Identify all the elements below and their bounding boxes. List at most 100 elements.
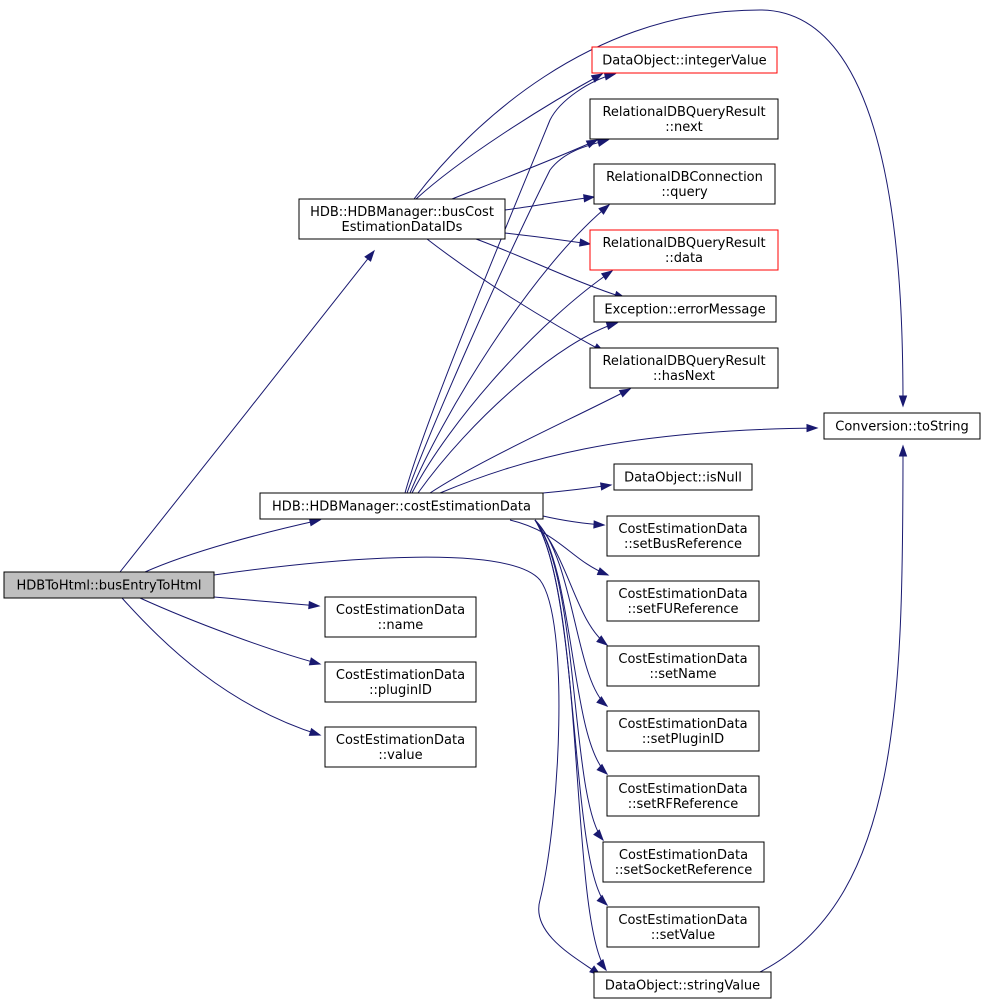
edge-line: [144, 519, 321, 573]
node-qrData[interactable]: RelationalDBQueryResult::data: [589, 229, 779, 271]
node-box: [298, 198, 506, 240]
node-label: CostEstimationData: [618, 587, 747, 602]
arrowhead: [308, 657, 322, 666]
node-label: RelationalDBQueryResult: [602, 354, 765, 369]
edge-busCost-to-intValue: [415, 73, 604, 200]
node-box: [606, 906, 760, 948]
node-connQuery[interactable]: RelationalDBConnection::query: [593, 163, 776, 205]
edge-root-to-ced_value: [121, 597, 322, 736]
edge-costEst-to-isNull: [542, 482, 613, 494]
edge-costEst-to-setPluginID: [534, 519, 609, 707]
node-qrHasNext[interactable]: RelationalDBQueryResult::hasNext: [589, 347, 779, 389]
node-label: HDBToHtml::busEntryToHtml: [17, 579, 202, 594]
node-label: CostEstimationData: [336, 603, 465, 618]
arrowhead: [605, 321, 619, 331]
node-errMsg[interactable]: Exception::errorMessage: [593, 295, 777, 323]
arrowhead: [898, 444, 908, 457]
arrowhead: [308, 727, 322, 736]
edge-costEst-to-setBusRef: [542, 515, 606, 529]
edge-line: [504, 196, 595, 211]
arrowhead: [596, 635, 609, 646]
edge-strValue-to-toString: [759, 444, 908, 973]
node-box: [324, 596, 477, 638]
edge-line: [534, 519, 607, 971]
edge-root-to-busCost: [119, 249, 375, 573]
node-strValue[interactable]: DataObject::stringValue: [593, 971, 772, 999]
node-setValue[interactable]: CostEstimationData::setValue: [606, 906, 760, 948]
node-root[interactable]: HDBToHtml::busEntryToHtml: [3, 571, 215, 599]
edge-costEst-to-setValue: [534, 519, 609, 907]
node-label: RelationalDBConnection: [606, 170, 763, 185]
node-box: [606, 580, 760, 622]
node-costEst[interactable]: HDB::HDBManager::costEstimationData: [259, 492, 544, 520]
node-label: ::pluginID: [369, 683, 432, 698]
node-label: ::setFUReference: [627, 602, 738, 617]
edge-line: [534, 519, 608, 775]
edge-line: [534, 519, 608, 906]
node-ced_name[interactable]: CostEstimationData::name: [324, 596, 477, 638]
node-setBusRef[interactable]: CostEstimationData::setBusReference: [606, 515, 760, 557]
edge-line: [121, 597, 321, 736]
edge-line: [139, 597, 321, 665]
node-label: ::setPluginID: [642, 732, 724, 747]
node-setName[interactable]: CostEstimationData::setName: [606, 645, 760, 687]
arrowhead: [364, 249, 375, 262]
edge-busCost-to-qrData: [504, 232, 592, 247]
node-setFURef[interactable]: CostEstimationData::setFUReference: [606, 580, 760, 622]
edge-costEst-to-toString: [439, 423, 819, 494]
arrowhead: [603, 72, 617, 81]
node-isNull[interactable]: DataObject::isNull: [613, 463, 753, 491]
node-label: DataObject::integerValue: [602, 54, 766, 69]
node-label: ::query: [661, 185, 708, 200]
node-ced_value[interactable]: CostEstimationData::value: [324, 726, 477, 768]
node-setSocketRef[interactable]: CostEstimationData::setSocketReference: [602, 841, 765, 883]
node-busCost[interactable]: HDB::HDBManager::busCostEstimationDataID…: [298, 198, 506, 240]
edge-line: [534, 519, 604, 841]
arrowhead: [596, 894, 609, 907]
edge-line: [415, 73, 603, 200]
edge-line: [406, 139, 609, 494]
arrowhead: [593, 520, 606, 529]
node-setRFRef[interactable]: CostEstimationData::setRFReference: [606, 775, 760, 817]
node-label: CostEstimationData: [618, 717, 747, 732]
node-toString[interactable]: Conversion::toString: [823, 412, 981, 440]
call-edges: [119, 9, 908, 976]
edge-line: [439, 427, 818, 494]
edge-line: [213, 556, 601, 976]
node-box: [589, 229, 779, 271]
node-label: CostEstimationData: [618, 522, 747, 537]
node-box: [589, 347, 779, 389]
node-label: ::setSocketReference: [615, 863, 753, 878]
edge-line: [409, 204, 610, 494]
node-label: ::value: [378, 748, 422, 763]
edge-line: [534, 519, 608, 707]
node-intValue[interactable]: DataObject::integerValue: [591, 46, 778, 74]
node-label: HDB::HDBManager::costEstimationData: [272, 500, 531, 515]
edge-line: [213, 596, 320, 607]
arrowhead: [583, 194, 596, 203]
edge-line: [404, 73, 616, 494]
node-setPluginID[interactable]: CostEstimationData::setPluginID: [606, 710, 760, 752]
node-ced_pluginID[interactable]: CostEstimationData::pluginID: [324, 661, 477, 703]
edge-root-to-ced_name: [213, 596, 321, 610]
edge-line: [417, 322, 618, 494]
arrowhead: [596, 138, 610, 147]
arrowhead: [806, 423, 819, 433]
node-label: ::setRFReference: [628, 797, 739, 812]
edge-line: [429, 388, 631, 494]
node-qrNext[interactable]: RelationalDBQueryResult::next: [589, 98, 779, 140]
node-label: CostEstimationData: [336, 668, 465, 683]
edge-costEst-to-errMsg: [417, 321, 619, 494]
node-label: CostEstimationData: [618, 782, 747, 797]
edge-root-to-costEst: [144, 518, 322, 573]
edge-line: [451, 139, 598, 200]
edge-costEst-to-setSocketRef: [534, 519, 604, 842]
edge-root-to-ced_pluginID: [139, 597, 322, 666]
edge-line: [759, 445, 904, 973]
edge-busCost-to-qrHasNext: [426, 238, 606, 353]
arrowhead: [590, 73, 604, 83]
arrowhead: [598, 204, 611, 215]
edge-busCost-to-toString: [413, 9, 908, 408]
arrowhead: [596, 763, 609, 776]
edge-costEst-to-qrHasNext: [429, 388, 632, 494]
